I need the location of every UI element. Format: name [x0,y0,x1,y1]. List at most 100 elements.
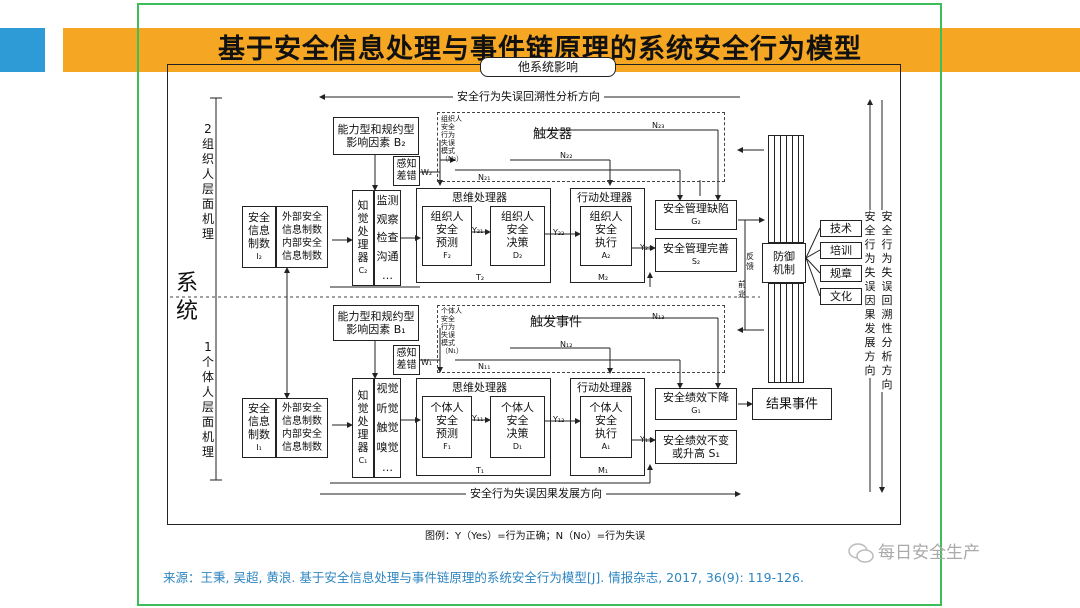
ind-m1: M₁ [598,466,609,475]
defense-stripes-top [768,135,804,243]
org-action-processor [570,188,645,283]
legend: 图例：Y（Yes）=行为正确；N（No）=行为失误 [425,531,646,542]
ind-perceiver: 知 觉 处 理 器 C₁ [352,378,374,478]
org-decide-sub: D₂ [512,251,523,260]
ind-action-label: 行动处理器 [577,381,632,394]
org-info-external: 外部安全 信息制数 内部安全 信息制数 [276,206,328,268]
org-info-internal: 安全 信息 制数 I₂ [242,206,276,268]
org-perceiver: 知 觉 处 理 器 C₂ [352,190,374,286]
ind-ability-factors: 能力型和规约型 影响因素 B₁ [333,305,419,341]
measure-culture: 文化 [820,288,862,305]
org-improve-sub: S₂ [691,257,701,266]
org-senses: 监测 观察 检查 沟通 … [374,190,401,286]
ind-execute-text: 个体人 安全 执行 [589,401,623,440]
precursor-label: 前 兆 [738,280,746,299]
org-n22: N₂₂ [560,151,573,160]
ind-trigger-label: 触发事件 [530,315,583,330]
ind-sense-5: … [382,460,393,474]
ind-decide-sub: D₁ [512,442,523,451]
org-info-internal-sub: I₂ [256,252,262,261]
source-citation: 来源：王秉, 吴超, 黄浪. 基于安全信息处理与事件链原理的系统安全行为模型[J… [163,570,804,585]
ind-info-internal-sub: I₁ [256,443,262,452]
ind-sense-4: 嗅觉 [376,441,399,455]
org-sense-3: 检查 [376,231,399,245]
ind-sense-1: 视觉 [376,382,399,396]
org-thinking-label: 思维处理器 [452,191,507,204]
org-sense-5: … [382,269,393,283]
org-action-label: 行动处理器 [577,191,632,204]
org-sense-4: 沟通 [376,250,399,264]
org-perception-error: 感知 差错 [393,156,420,186]
org-trigger-tiny: 组织人 安全 行为 失误 模式 （N₂） [441,115,464,163]
result-event: 结果事件 [752,388,832,420]
feedback-label: 反 馈 [746,252,754,271]
ind-sense-3: 触觉 [376,421,399,435]
ind-execute: 个体人 安全 执行 A₁ [580,396,632,458]
system-label: 系统 [175,271,198,324]
org-management-defect: 安全管理缺陷 G₂ [655,200,737,230]
ind-action-processor [570,378,645,476]
right-outer-direction-label: 安全行为失误回溯性分析方向 [880,210,894,392]
ind-info-internal: 安全 信息 制数 I₁ [242,398,276,458]
ind-perceiver-sub: C₁ [358,456,368,465]
header-white-gap [45,28,63,72]
ind-n11: N₁₁ [478,362,491,371]
org-m2: M₂ [598,273,609,282]
ind-decline-text: 安全绩效下降 [663,391,729,404]
ind-performance-decline: 安全绩效下降 G₁ [655,388,737,420]
bottom-direction-label: 安全行为失误因果发展方向 [466,487,606,500]
outer-frame [137,3,942,606]
ind-perceiver-text: 知 觉 处 理 器 [357,389,369,454]
org-w2: W₂ [421,168,433,177]
ind-decide-text: 个体人 安全 决策 [501,401,534,440]
org-sense-1: 监测 [376,193,399,207]
org-sense-2: 观察 [376,212,399,226]
ind-predict-text: 个体人 安全 预测 [430,401,464,440]
ind-senses: 视觉 听觉 触觉 嗅觉 … [374,378,401,478]
ind-w1: W₁ [421,358,433,367]
watermark-text: 每日安全生产 [878,543,980,563]
org-level-axis-label: 2 组 织 人 层 面 机 理 [201,122,214,241]
ind-execute-sub: A₁ [601,442,611,451]
ind-predict-sub: F₁ [443,442,451,451]
org-thinking-processor [416,188,551,283]
org-perceiver-text: 知 觉 处 理 器 [357,199,369,264]
ind-level-axis-label: 1 个 体 人 层 面 机 理 [201,340,214,459]
ind-y13: Y₁₃ [640,435,652,444]
wechat-icon [848,542,874,564]
org-decide-text: 组织人 安全 决策 [501,210,534,249]
org-info-internal-text: 安全 信息 制数 [248,211,270,250]
org-predict-sub: F₂ [443,251,451,260]
right-inner-direction-label: 安全行为失误因果发展方向 [863,210,877,378]
ind-info-internal-text: 安全 信息 制数 [248,402,270,441]
defense-stripes-bottom [768,283,804,383]
org-defect-text: 安全管理缺陷 [663,202,729,215]
ind-y12: Y₁₂ [553,415,565,424]
ind-t1: T₁ [476,466,485,475]
org-predict: 组织人 安全 预测 F₂ [422,206,472,266]
org-trigger-label: 触发器 [533,127,573,142]
defense-mechanism: 防御 机制 [762,243,806,283]
measure-technology: 技术 [820,220,862,237]
ind-trigger-region [437,305,725,373]
ind-n12: N₁₂ [560,340,573,349]
ind-info-external: 外部安全 信息制数 内部安全 信息制数 [276,398,328,458]
ind-sense-2: 听觉 [376,401,399,415]
measure-regulations: 规章 [820,265,862,282]
org-y21: Y₂₁ [472,226,484,235]
ind-perception-error: 感知 差错 [393,345,420,375]
org-t2: T₂ [476,273,485,282]
org-trigger-region [437,112,725,182]
org-improve-text: 安全管理完善 [663,242,729,255]
ind-performance-steady: 安全绩效不变 或升高 S₁ [655,430,737,464]
org-decide: 组织人 安全 决策 D₂ [490,206,545,266]
org-execute-text: 组织人 安全 执行 [589,210,623,249]
org-y22: Y₂₂ [553,228,565,237]
top-direction-label: 安全行为失误回溯性分析方向 [453,90,604,103]
org-management-improve: 安全管理完善 S₂ [655,238,737,272]
org-n21: N₂₁ [478,173,491,182]
measure-training: 培训 [820,242,862,259]
ind-predict: 个体人 安全 预测 F₁ [422,396,472,458]
ind-thinking-processor [416,378,551,476]
